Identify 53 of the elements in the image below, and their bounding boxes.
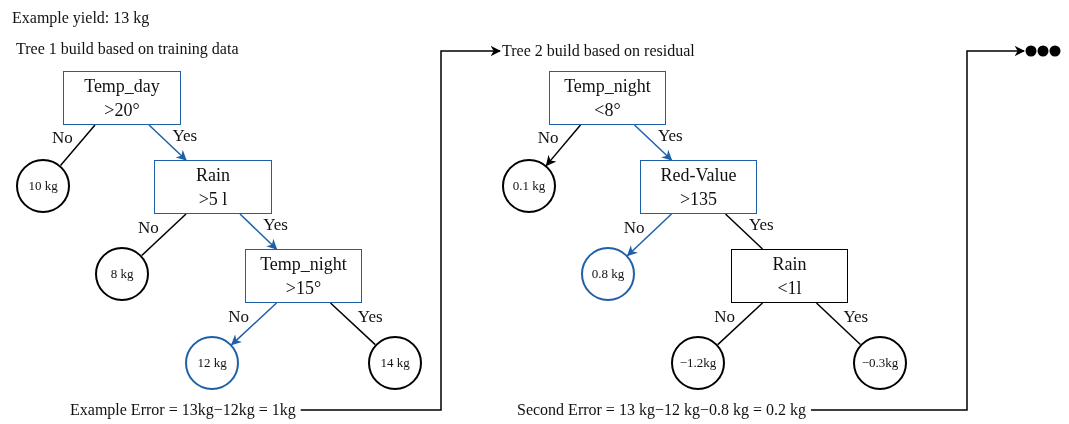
leaf-circle [368, 336, 422, 390]
annotation-text: Example Error = 13kg−12kg = 1kg [70, 399, 296, 421]
leaf-value: 12 kg [197, 355, 227, 371]
leaf-circle [502, 159, 556, 213]
connector-line [815, 302, 862, 346]
example-note: Example yield: 13 kg [12, 9, 150, 27]
arrow [231, 302, 278, 346]
split-variable: Temp_night [260, 253, 347, 276]
decision-box [154, 160, 272, 214]
decision-box [549, 71, 666, 125]
decision-box [63, 71, 181, 125]
arrow [810, 45, 1026, 411]
leaf-circle [853, 336, 907, 390]
arrow [545, 124, 582, 167]
connector-line [59, 124, 96, 167]
decision-box [731, 249, 848, 303]
annotation-text: Tree 2 build based on residual [502, 40, 695, 62]
connector-line [717, 302, 764, 346]
connector-line [329, 302, 376, 346]
arrow [239, 213, 278, 250]
leaf-circle [185, 336, 239, 390]
leaf-circle [16, 159, 70, 213]
arrow [148, 124, 187, 161]
leaf-value: 0.1 kg [512, 178, 546, 194]
split-variable: Temp_day [84, 75, 160, 98]
split-threshold: <1l [777, 277, 802, 300]
decision-box [640, 160, 757, 214]
leaf-circle [95, 247, 149, 301]
decision-box [245, 249, 362, 303]
annotation-text: Second Error = 13 kg−12 kg−0.8 kg = 0.2 kg [517, 399, 806, 421]
leaf-value: 10 kg [28, 178, 58, 194]
ellipsis-icon [1024, 44, 1062, 58]
split-variable: Temp_night [564, 75, 651, 98]
arrow [299, 45, 502, 411]
leaf-value: 0.8 kg [591, 266, 625, 282]
split-threshold: >20° [104, 99, 140, 122]
arrow [633, 124, 673, 161]
leaf-value: 14 kg [380, 355, 410, 371]
split-variable: Rain [772, 253, 807, 276]
leaf-value: −1.2kg [679, 355, 717, 371]
split-variable: Red-Value [660, 164, 737, 187]
split-threshold: >15° [285, 277, 322, 300]
leaf-circle [581, 247, 635, 301]
split-threshold: >5 l [198, 188, 228, 211]
leaf-value: −0.3kg [861, 355, 899, 371]
split-threshold: >135 [679, 188, 718, 211]
arrow [626, 213, 673, 257]
leaf-value: 8 kg [110, 266, 134, 282]
connector-line [724, 213, 764, 250]
split-threshold: <8° [594, 99, 621, 122]
leaf-circle [671, 336, 725, 390]
connector-line [140, 213, 187, 257]
split-variable: Rain [196, 164, 230, 187]
